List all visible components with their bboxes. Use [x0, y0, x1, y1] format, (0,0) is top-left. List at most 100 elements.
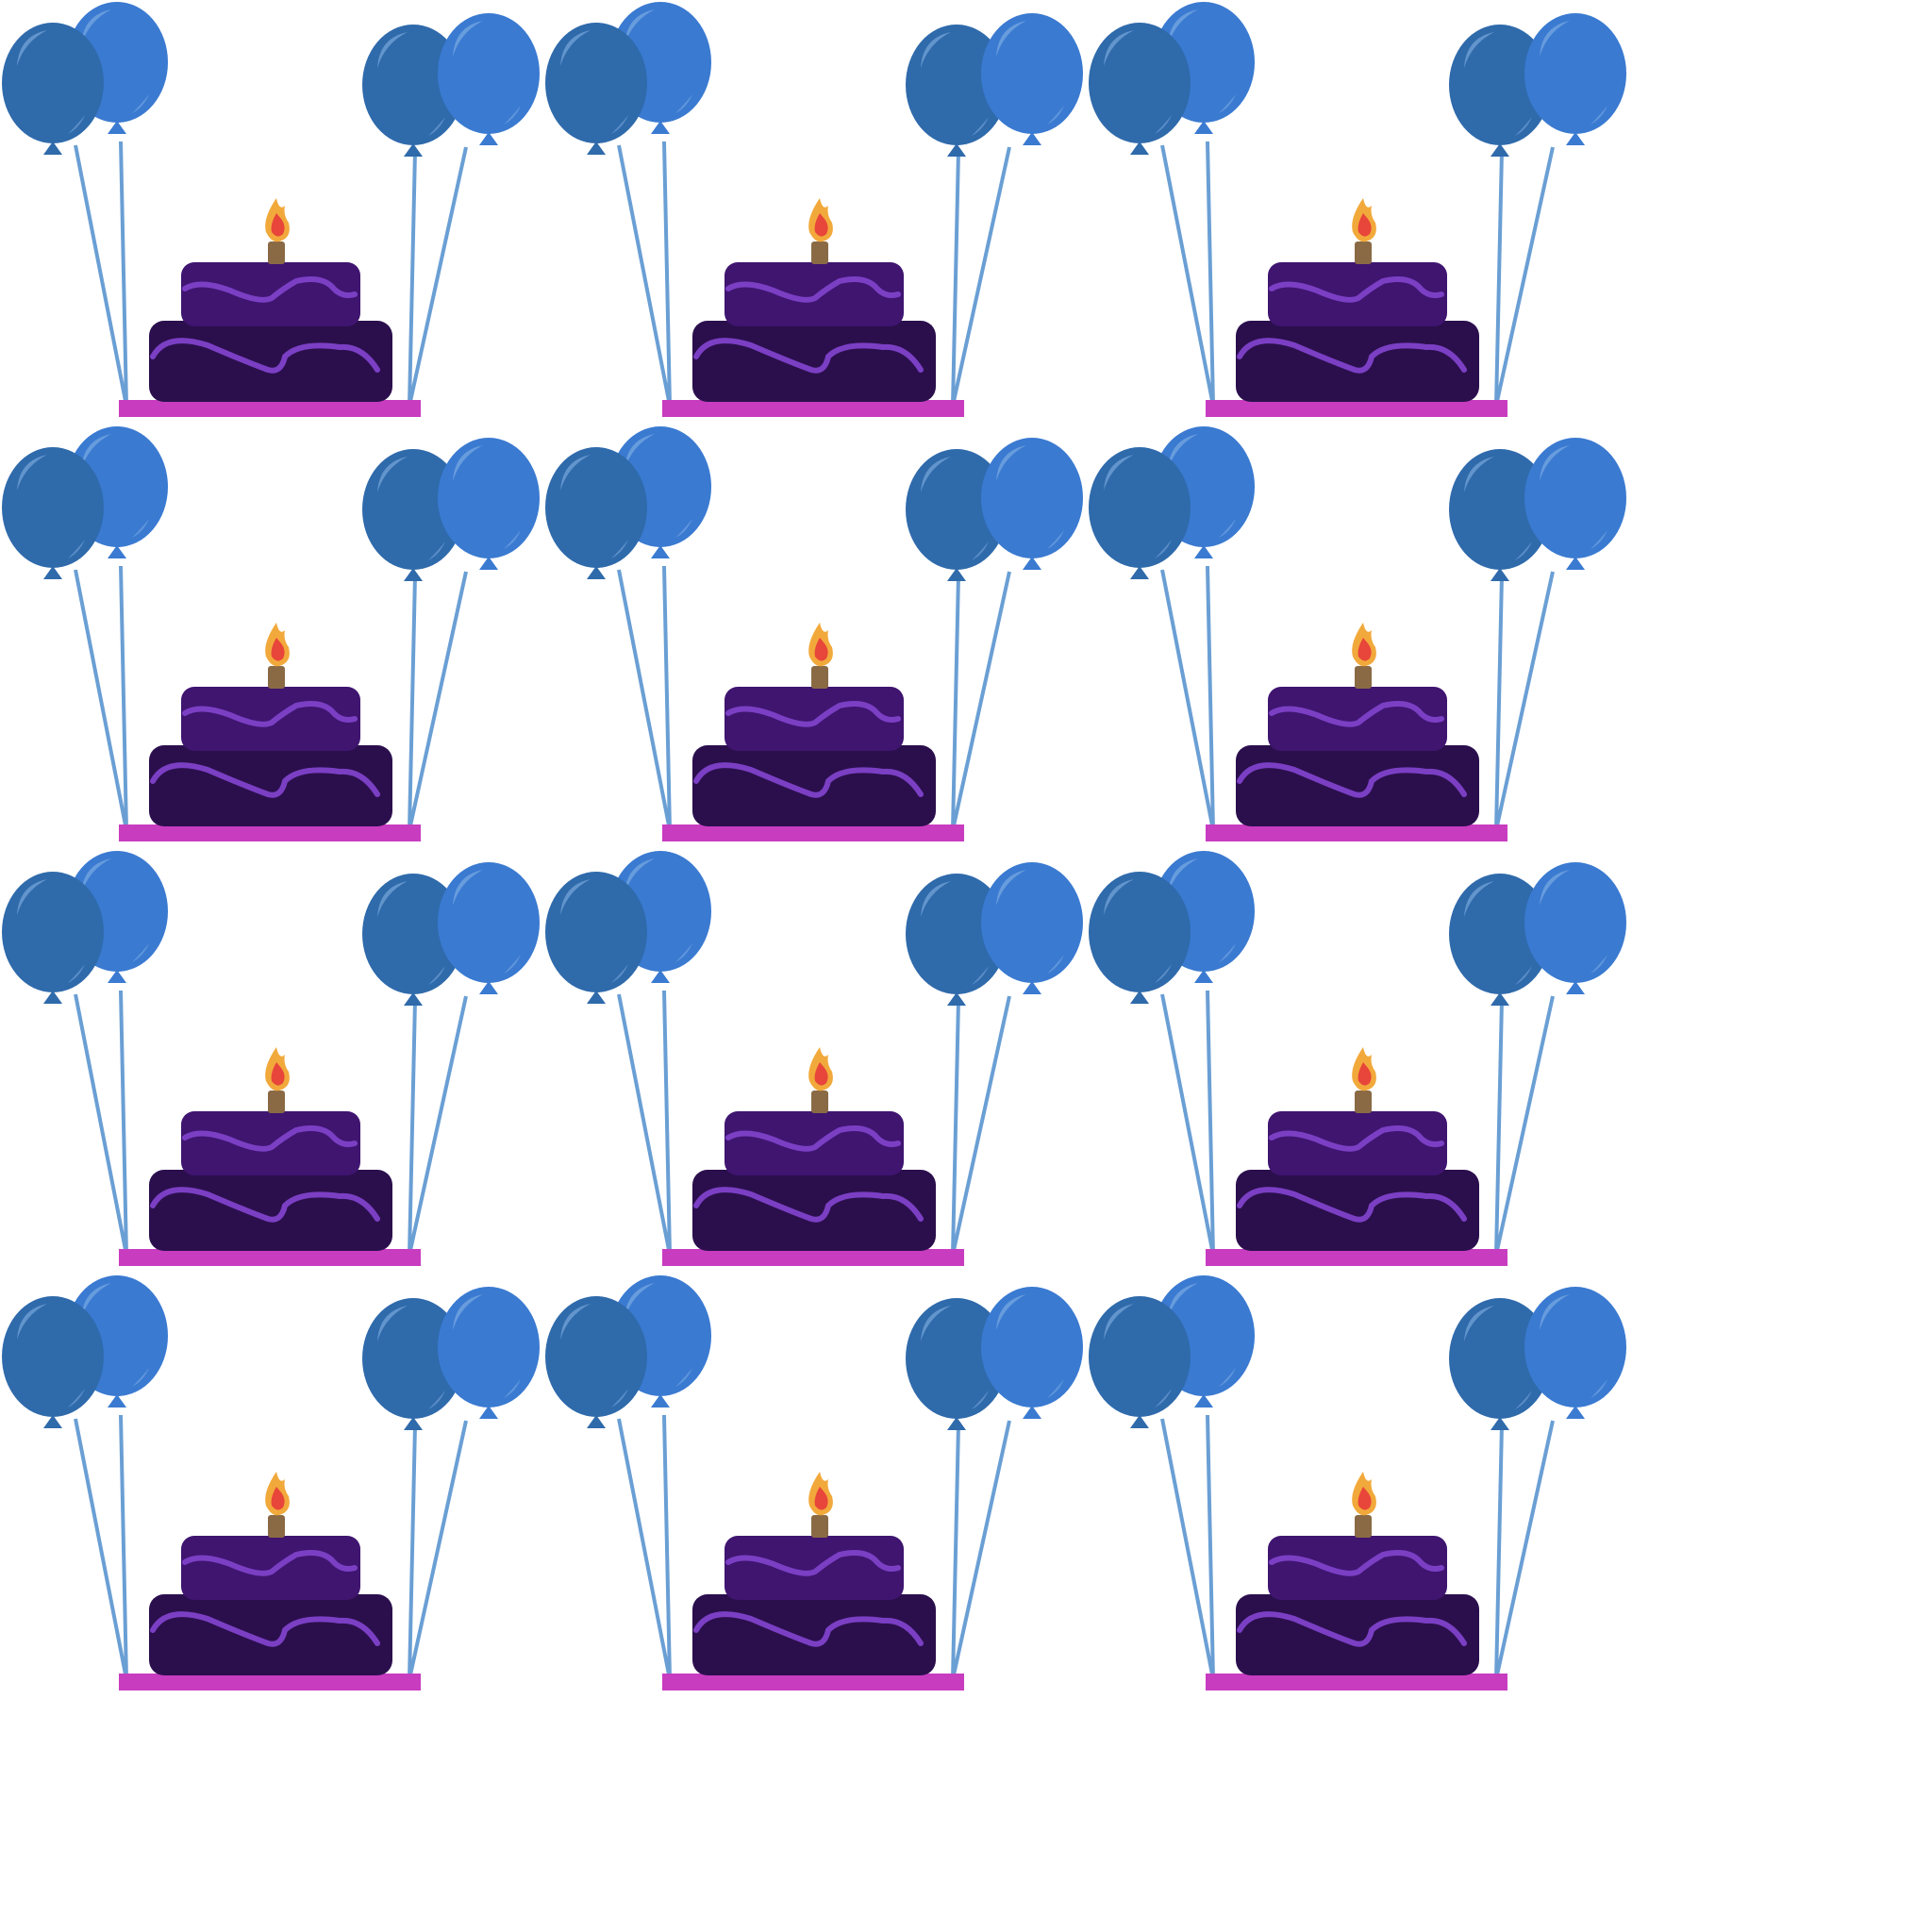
balloon: [906, 874, 1008, 1006]
motif-graphic: [1089, 426, 1626, 841]
candle: [1355, 242, 1372, 264]
balloon: [362, 1298, 464, 1430]
balloon-highlight: [625, 1283, 655, 1319]
balloon-highlight: [996, 1294, 1026, 1330]
balloon-body: [545, 1296, 647, 1417]
balloon: [1089, 872, 1191, 1004]
motif-graphic: [545, 426, 1083, 841]
balloon-body: [362, 1298, 464, 1419]
balloon-highlight: [560, 1304, 591, 1340]
balloon-highlight: [17, 30, 47, 66]
cake-top-tier: [724, 687, 904, 751]
cake-bottom-icing: [693, 1187, 924, 1223]
balloon-highlight: [1168, 858, 1198, 894]
balloon-highlight: [453, 445, 483, 481]
balloon-body: [906, 25, 1008, 145]
balloon-body: [1089, 872, 1191, 992]
balloon-highlight: [1104, 879, 1134, 915]
balloon-body: [2, 23, 104, 143]
balloon-knot: [1023, 557, 1041, 570]
balloon: [438, 13, 540, 145]
balloon-knot: [947, 568, 966, 581]
motif-graphic: [2, 2, 540, 417]
balloon-string: [1494, 150, 1504, 407]
balloon-knot: [479, 981, 498, 994]
candle: [811, 242, 828, 264]
balloon: [1089, 23, 1191, 155]
cake-balloon-motif: [543, 849, 1087, 1274]
balloon-string: [1494, 1424, 1504, 1680]
motif-graphic: [545, 851, 1083, 1266]
cake-top-tier: [1268, 687, 1447, 751]
balloon: [438, 1287, 540, 1419]
flame-core: [1357, 213, 1372, 237]
flame-core: [1357, 1062, 1372, 1086]
cake-top-tier: [724, 1536, 904, 1600]
balloon-string: [1494, 146, 1555, 407]
balloon-knot: [1566, 132, 1585, 145]
balloon-highlight: [560, 30, 591, 66]
balloon: [1524, 13, 1626, 145]
balloon-highlight: [377, 1306, 408, 1341]
balloon-string: [662, 565, 672, 831]
balloon-knot: [108, 1394, 126, 1407]
balloon-knot: [947, 143, 966, 157]
cake-balloon-motif: [0, 0, 543, 425]
balloon-highlight: [921, 881, 951, 917]
balloon-body: [906, 1298, 1008, 1419]
cake-top-icing: [182, 1125, 358, 1152]
balloon-highlight: [1104, 30, 1134, 66]
balloon-string: [662, 1414, 672, 1680]
balloon-knot: [1194, 545, 1213, 558]
balloon: [906, 1298, 1008, 1430]
cake-tray: [119, 1249, 421, 1266]
balloon-body: [1089, 1296, 1191, 1417]
cake-top-tier: [181, 687, 360, 751]
balloon-knot: [1194, 970, 1213, 983]
balloon-knot: [947, 992, 966, 1006]
cake-top-icing: [725, 1125, 901, 1152]
balloon-body: [1524, 1287, 1626, 1407]
balloon-knot: [479, 132, 498, 145]
cake-tray: [119, 400, 421, 417]
balloon-highlight: [17, 1304, 47, 1340]
balloon-string: [408, 999, 417, 1256]
balloon-knot: [651, 970, 670, 983]
cake-bottom-icing: [693, 762, 924, 798]
balloon-string: [1160, 993, 1215, 1256]
balloon-string: [74, 569, 128, 831]
flame-core: [1357, 1487, 1372, 1510]
balloon: [981, 13, 1083, 145]
balloon-highlight: [377, 457, 408, 492]
cake-bottom-tier: [1236, 1594, 1479, 1675]
balloon-knot: [651, 121, 670, 134]
balloon-body: [1524, 862, 1626, 983]
balloon-knot: [1491, 143, 1509, 157]
balloon-highlight: [996, 870, 1026, 906]
flame-core: [1357, 638, 1372, 661]
cake-bottom-tier: [1236, 1170, 1479, 1251]
flame-core: [814, 1487, 828, 1510]
balloon-body: [906, 449, 1008, 570]
balloon-knot: [108, 545, 126, 558]
balloon-highlight: [17, 879, 47, 915]
cake-top-icing: [182, 276, 358, 303]
cake-top-icing: [182, 1550, 358, 1576]
balloon-knot: [404, 143, 423, 157]
balloon: [1089, 447, 1191, 579]
balloon-body: [438, 862, 540, 983]
balloon-highlight: [1168, 434, 1198, 470]
balloon: [545, 1296, 647, 1428]
cake-bottom-tier: [149, 321, 392, 402]
balloon-highlight: [1104, 1304, 1134, 1340]
cake-bottom-tier: [692, 1594, 936, 1675]
balloon-knot: [108, 970, 126, 983]
balloon-knot: [43, 566, 62, 579]
candle: [811, 666, 828, 689]
balloon-body: [1449, 449, 1551, 570]
balloon-string: [951, 571, 1011, 831]
balloon-string: [119, 990, 128, 1256]
balloon-highlight: [81, 858, 111, 894]
cake-top-tier: [1268, 1111, 1447, 1175]
cake-balloon-motif: [0, 425, 543, 849]
